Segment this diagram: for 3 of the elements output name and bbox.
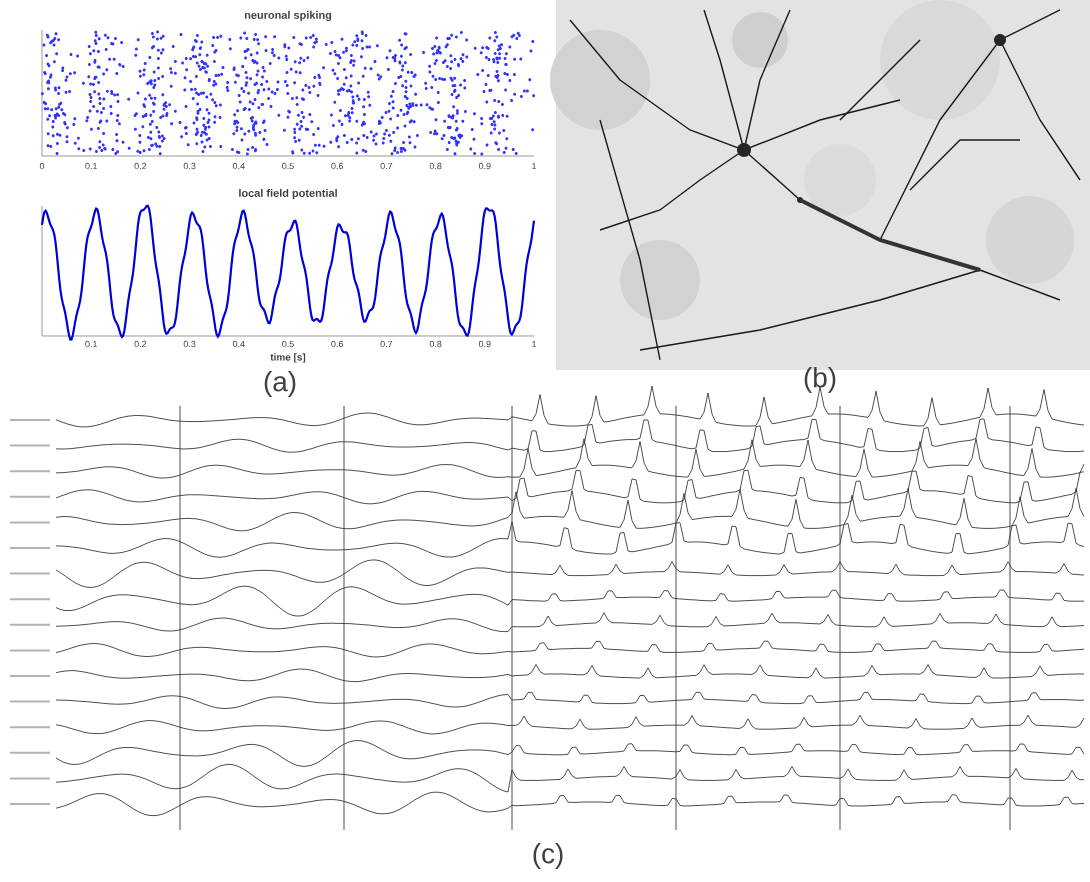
- panel-label: (a): [264, 371, 296, 397]
- panel-label: (b): [804, 367, 836, 393]
- panel-label: (c): [533, 843, 563, 869]
